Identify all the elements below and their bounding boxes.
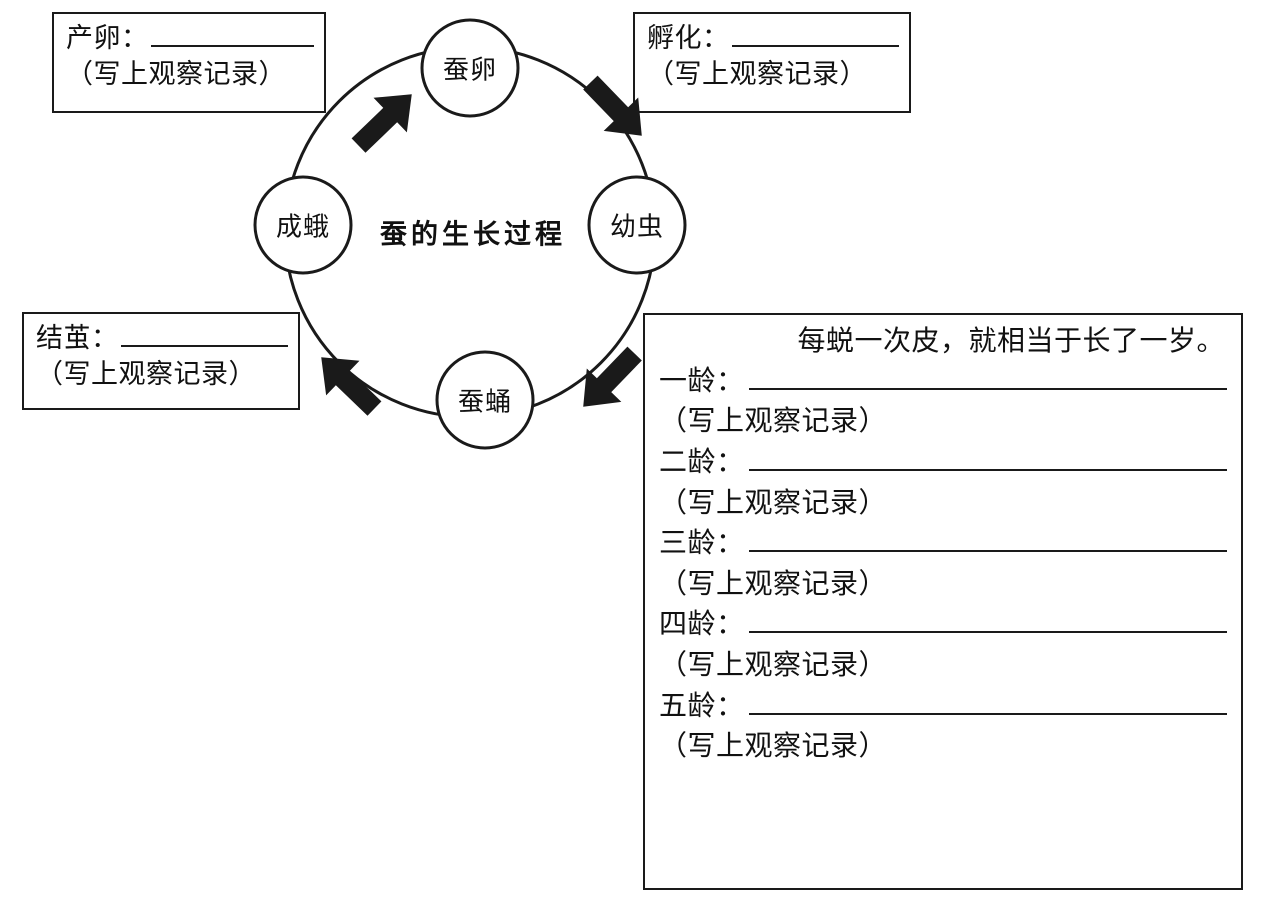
stage-node-label-larva: 幼虫	[609, 212, 665, 243]
instar-row-2: 二龄：	[659, 442, 1227, 483]
instar-note-4: （写上观察记录）	[659, 647, 888, 681]
stage-node-label-egg: 蚕卵	[442, 55, 498, 86]
instar-label-4: 四龄：	[659, 607, 745, 641]
instar-note-3: （写上观察记录）	[659, 566, 888, 600]
stage-node-circle-right	[587, 175, 687, 275]
stage-node-circle-bottom	[435, 350, 535, 450]
stage-box-chanluan-blank[interactable]	[150, 20, 314, 47]
stage-box-chanluan: 产卵： （写上观察记录）	[52, 12, 326, 113]
instar-row-5: 五龄：	[659, 686, 1227, 727]
stage-box-jiejian-label: 结茧：	[36, 322, 119, 354]
instar-label-2: 二龄：	[659, 444, 745, 478]
stage-box-chanluan-note: （写上观察记录）	[66, 59, 286, 90]
silkworm-life-cycle-diagram: 蚕卵 幼虫 蚕蛹 成蛾 蚕的生长过程	[240, 10, 710, 460]
instar-label-5: 五龄：	[659, 688, 745, 722]
instar-blank-5[interactable]	[748, 687, 1227, 715]
instar-panel-heading: 每蜕一次皮，就相当于长了一岁。	[797, 324, 1225, 357]
stage-box-jiejian-fill-line: 结茧：	[36, 320, 288, 357]
instar-note-1: （写上观察记录）	[659, 404, 888, 438]
stage-box-fuhua: 孵化： （写上观察记录）	[633, 12, 911, 113]
stage-box-fuhua-label: 孵化：	[647, 22, 730, 54]
stage-box-jiejian-note: （写上观察记录）	[36, 359, 256, 390]
instar-note-5: （写上观察记录）	[659, 729, 888, 763]
stage-box-fuhua-blank[interactable]	[731, 20, 899, 47]
cycle-arrow-pupa-to-moth	[321, 357, 382, 416]
instar-blank-1[interactable]	[748, 363, 1227, 390]
instar-blank-3[interactable]	[748, 525, 1227, 553]
stage-node-circle-top	[420, 18, 520, 118]
stage-node-label-pupa: 蚕蛹	[457, 387, 513, 418]
stage-box-jiejian-blank[interactable]	[120, 320, 288, 347]
instar-row-4: 四龄：	[659, 604, 1227, 645]
instar-record-panel: 每蜕一次皮，就相当于长了一岁。 一龄： （写上观察记录） 二龄： （写上观察记录…	[643, 313, 1243, 890]
cycle-arrow-larva-to-pupa	[583, 346, 642, 407]
instar-blank-2[interactable]	[748, 444, 1227, 471]
instar-blank-4[interactable]	[748, 606, 1227, 634]
cycle-arrow-egg-to-larva	[583, 75, 642, 136]
cycle-arrow-moth-to-egg	[351, 94, 412, 153]
stage-box-chanluan-fill-line: 产卵：	[66, 20, 314, 57]
cycle-center-title: 蚕的生长过程	[380, 219, 566, 251]
stage-box-jiejian: 结茧： （写上观察记录）	[22, 312, 300, 410]
instar-note-2: （写上观察记录）	[659, 485, 888, 519]
stage-box-fuhua-fill-line: 孵化：	[647, 20, 899, 57]
instar-label-3: 三龄：	[659, 526, 745, 560]
stage-box-chanluan-label: 产卵：	[66, 22, 149, 54]
instar-row-3: 三龄：	[659, 523, 1227, 564]
instar-row-1: 一龄：	[659, 361, 1227, 402]
stage-node-label-moth: 成蛾	[275, 212, 331, 243]
stage-box-fuhua-note: （写上观察记录）	[647, 59, 867, 90]
instar-label-1: 一龄：	[659, 363, 745, 397]
stage-node-circle-left	[253, 175, 353, 275]
